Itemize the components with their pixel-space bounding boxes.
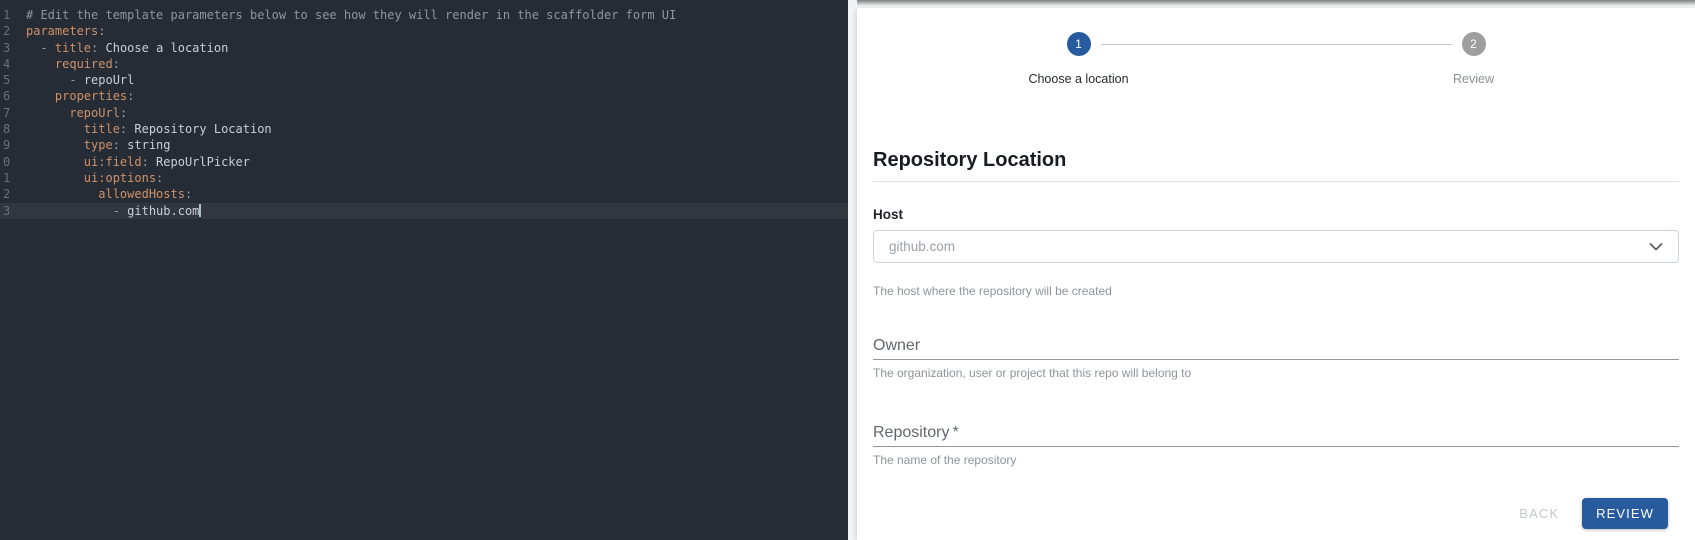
form-title: Repository Location [873,149,1067,171]
line-number: 1 [3,170,11,185]
chevron-down-icon [1649,242,1663,251]
code-line: 7 repoUrl: [3,105,128,120]
code-line: 3 - title: Choose a location [3,40,229,55]
code-line: 3 - github.com [0,202,848,219]
step-1-indicator: 1 [1066,32,1091,56]
yaml-code-editor[interactable]: 1# Edit the template parameters below to… [0,0,848,540]
code-line: 1 ui:options: [3,170,164,185]
line-number: 0 [3,154,11,169]
step-review: 2 Review [1100,32,1671,86]
step-2-indicator: 2 [1461,32,1486,56]
host-select[interactable]: github.com [873,230,1679,263]
line-number: 3 [3,203,11,218]
host-select-placeholder: github.com [889,239,956,254]
text-cursor [199,203,202,217]
code-line: 8 title: Repository Location [3,122,272,137]
step-2-label: Review [1453,72,1494,86]
owner-field[interactable]: Owner The organization, user or project … [873,337,1679,380]
code-line: 2 allowedHosts: [3,187,193,202]
line-number: 5 [3,73,11,88]
review-button[interactable]: REVIEW [1582,498,1668,529]
code-line: 9 type: string [3,138,171,153]
code-lines: 1# Edit the template parameters below to… [0,7,848,219]
host-helper-text: The host where the repository will be cr… [873,284,1112,298]
line-number: 3 [3,40,11,55]
stepper: 1 Choose a location 2 Review [857,8,1695,86]
form-actions: BACK REVIEW [873,498,1679,529]
line-number: 4 [3,56,11,71]
line-number: 1 [3,8,11,22]
owner-label: Owner [873,337,921,354]
line-number: 2 [3,24,11,39]
scaffolder-form-preview: 1 Choose a location 2 Review Repository … [848,0,1695,540]
owner-input-underline [873,359,1679,360]
code-line: 0 ui:field: RepoUrlPicker [3,154,250,169]
step-1-label: Choose a location [1028,72,1129,86]
host-label: Host [873,207,903,222]
repository-label: Repository* [873,424,959,441]
code-line: 5 - repoUrl [3,73,135,88]
line-number: 6 [3,89,11,104]
code-line: 1# Edit the template parameters below to… [3,8,677,22]
step-connector [1100,44,1452,45]
code-line: 4 required: [3,56,120,71]
form-body: Repository Location Host github.com The … [857,148,1695,529]
required-asterisk: * [952,424,959,441]
title-divider [873,181,1679,182]
repository-input-underline [873,446,1679,447]
repository-field[interactable]: Repository* The name of the repository [873,424,1679,467]
line-number: 9 [3,138,11,153]
code-line: 6 properties: [3,89,135,104]
step-choose-a-location: 1 Choose a location [881,32,1276,86]
owner-helper-text: The organization, user or project that t… [873,366,1192,380]
back-button[interactable]: BACK [1507,498,1571,529]
top-shadow [857,0,1695,6]
line-number: 8 [3,122,11,137]
line-number: 2 [3,187,11,202]
line-number: 7 [3,105,11,120]
repository-helper-text: The name of the repository [873,453,1017,467]
form-card: 1 Choose a location 2 Review Repository … [857,8,1695,540]
